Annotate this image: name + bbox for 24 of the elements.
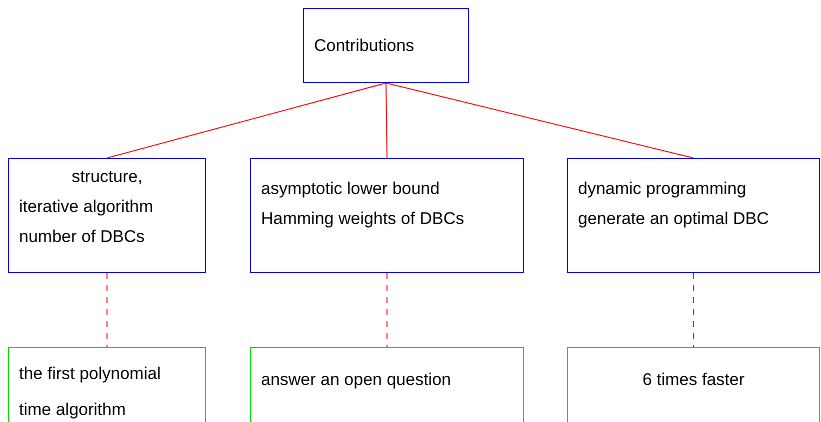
box-text: structure, [70,167,144,187]
root-box [303,8,469,83]
connector-line [386,82,694,158]
box-text: iterative algorithm [19,197,154,217]
topic-box [8,158,206,273]
box-text: 6 times faster [641,370,746,390]
connector-line [106,272,108,348]
box-text: Hamming weights of DBCs [261,209,466,229]
connector-line [386,82,388,158]
box-text: the first polynomial time algorithm [19,363,162,421]
connector-line [693,272,694,348]
box-text: generate an optimal DBC [578,209,770,229]
topic-box [567,158,820,273]
result-box [250,347,524,422]
box-text: asymptotic lower bound [261,179,441,199]
result-box [8,347,206,422]
box-text: number of DBCs [19,227,146,247]
topic-box [250,158,524,273]
box-text: Contributions [314,36,416,56]
box-text: answer an open question [261,370,452,390]
result-box [567,347,820,422]
box-text: dynamic programming [578,179,748,199]
connector-line [386,272,388,348]
connector-line [106,82,386,158]
